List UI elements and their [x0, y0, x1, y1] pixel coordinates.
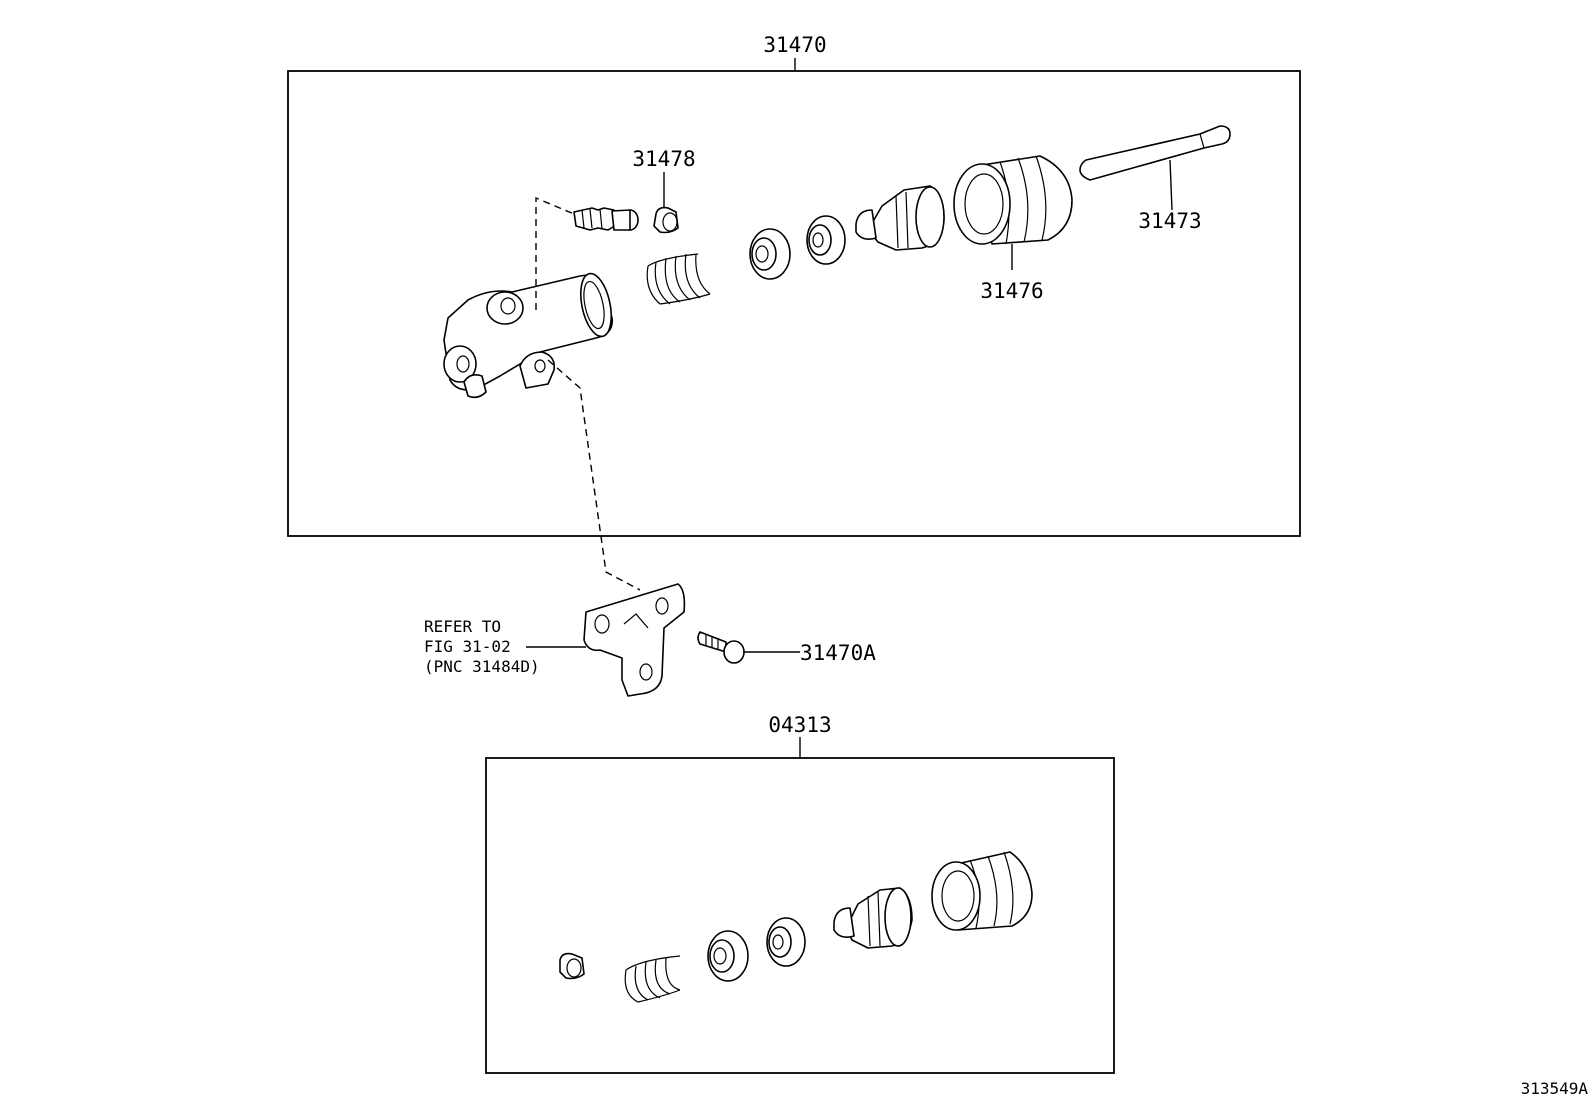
reference-note-line-1: REFER TO	[424, 617, 501, 636]
kit-spring[interactable]	[624, 955, 681, 1003]
bolt[interactable]	[697, 631, 745, 664]
kit-cup-2[interactable]	[766, 917, 806, 967]
reference-note-line-3: (PNC 31484D)	[424, 657, 540, 676]
kit-piston[interactable]	[833, 887, 913, 949]
bleeder-cap[interactable]	[653, 206, 679, 234]
kit-31470-group: 31470	[287, 33, 1301, 537]
bracket[interactable]	[583, 583, 686, 697]
bleeder-plug[interactable]	[573, 207, 639, 231]
piston-cup-1[interactable]	[749, 228, 791, 280]
kit-boot[interactable]	[931, 851, 1033, 931]
push-rod[interactable]	[1079, 125, 1231, 181]
label-31476[interactable]: 31476	[980, 279, 1043, 303]
kit-31470-box	[287, 70, 1301, 537]
piston[interactable]	[855, 185, 945, 251]
kit-04313-group: 04313	[485, 713, 1115, 1074]
boot[interactable]	[953, 155, 1073, 245]
label-31473[interactable]: 31473	[1138, 209, 1201, 233]
kit-04313-label[interactable]: 04313	[768, 713, 831, 737]
spring[interactable]	[646, 253, 711, 305]
label-31478[interactable]: 31478	[632, 147, 695, 171]
cylinder-body[interactable]	[443, 271, 616, 399]
piston-cup-2[interactable]	[806, 215, 846, 265]
reference-note-line-2: FIG 31-02	[424, 637, 511, 656]
kit-31470-label[interactable]: 31470	[763, 33, 826, 57]
drawing-id: 313549A	[1521, 1079, 1589, 1098]
kit-cap[interactable]	[559, 952, 585, 980]
label-31470A[interactable]: 31470A	[800, 641, 876, 665]
kit-cup-1[interactable]	[707, 930, 749, 982]
